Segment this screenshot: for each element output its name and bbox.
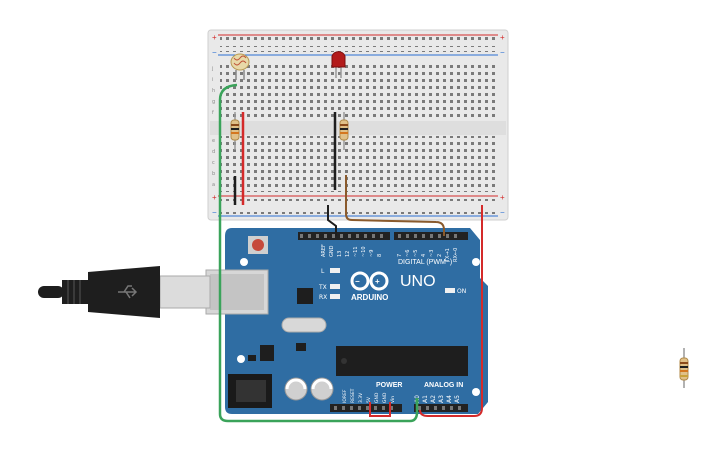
led-label-tx: TX xyxy=(318,284,327,291)
pin-label: 3.3V xyxy=(358,392,364,403)
arduino-logo: − + xyxy=(350,271,389,291)
rail-plus-label: + xyxy=(500,193,505,202)
pin-label: RESET xyxy=(350,388,356,403)
analog-header xyxy=(414,404,468,412)
svg-text:+: + xyxy=(375,277,380,286)
digital-header-left xyxy=(298,232,390,240)
rail-plus-label: + xyxy=(500,33,505,42)
led-label-rx: RX xyxy=(319,294,327,301)
pin-label: AREF xyxy=(321,244,327,257)
row-label: a xyxy=(212,182,215,188)
crystal xyxy=(281,317,327,333)
arduino-uno-board[interactable]: AREF GND 13 12 ~11 ~10 ~9 8 7 ~6 ~5 4 ~3… xyxy=(225,228,488,414)
digital-pwm-label: DIGITAL (PWM~) xyxy=(398,259,452,266)
breadboard[interactable]: + + − − − − + + j i h g f e d c b a xyxy=(207,29,509,221)
pin-label: GND xyxy=(382,392,388,403)
wire-red-a0[interactable] xyxy=(419,205,483,417)
pin-label: 12 xyxy=(345,251,351,257)
wire-red-5v[interactable] xyxy=(369,402,391,417)
rail-minus-label: − xyxy=(500,48,505,57)
pin-label: GND xyxy=(329,245,335,257)
wire-green[interactable] xyxy=(218,83,419,423)
pin-label: Vin xyxy=(390,396,396,403)
pin-label: ~11 xyxy=(353,246,359,257)
wire-brown-pin3[interactable] xyxy=(345,175,445,236)
row-label: h xyxy=(212,88,215,94)
arduino-model: UNO xyxy=(400,273,436,290)
power-label: POWER xyxy=(376,382,402,389)
row-label: g xyxy=(212,99,215,105)
pin-label: TX→1 xyxy=(445,248,451,263)
svg-text:−: − xyxy=(355,277,360,286)
pin-label: 4 xyxy=(421,254,427,257)
on-label: ON xyxy=(457,288,466,295)
rail-plus-label: + xyxy=(212,33,217,42)
pin-label: 2 xyxy=(437,254,443,257)
usb-port[interactable] xyxy=(205,269,269,315)
row-label: j xyxy=(211,66,213,72)
pin-label: 5V xyxy=(366,396,372,403)
pin-label: IOREF xyxy=(342,389,348,403)
pin-label: ~9 xyxy=(369,250,375,257)
pin-label: GND xyxy=(374,392,380,403)
row-label: c xyxy=(212,160,215,166)
pin-label: ~6 xyxy=(405,250,411,257)
pin-label: 13 xyxy=(337,251,343,257)
analog-in-label: ANALOG IN xyxy=(424,382,463,389)
atmega-chip xyxy=(336,346,468,376)
wire-black-gnd[interactable] xyxy=(327,205,337,236)
pin-label: A5 xyxy=(454,395,461,403)
pin-label: RX←0 xyxy=(453,248,459,262)
pin-label: A1 xyxy=(422,395,429,403)
usb-icon xyxy=(118,285,138,299)
pin-label: 8 xyxy=(377,254,383,257)
pin-label: A4 xyxy=(446,395,453,403)
voltage-regulator xyxy=(260,345,274,361)
led-label-l: L xyxy=(321,268,325,275)
row-label: d xyxy=(212,149,215,155)
pin-label: A2 xyxy=(430,395,437,403)
rail-minus-label: − xyxy=(212,208,217,217)
row-label: b xyxy=(212,171,215,177)
usb-chip xyxy=(297,288,313,304)
pin-label: ~3 xyxy=(429,250,435,257)
loose-resistor[interactable] xyxy=(679,348,689,388)
resistor-1[interactable] xyxy=(230,112,240,150)
pin-label: ~10 xyxy=(361,246,367,257)
reset-button[interactable] xyxy=(252,239,264,251)
usb-cable[interactable] xyxy=(38,266,211,318)
red-led[interactable] xyxy=(331,51,346,78)
resistor-2[interactable] xyxy=(339,112,349,150)
rail-minus-label: − xyxy=(500,208,505,217)
photoresistor[interactable] xyxy=(230,53,250,80)
rail-plus-label: + xyxy=(212,193,217,202)
row-label: f xyxy=(212,110,214,116)
pin-label: ~5 xyxy=(413,250,419,257)
arduino-brand: ARDUINO xyxy=(351,293,388,302)
row-label: e xyxy=(212,138,215,144)
row-label: i xyxy=(212,77,213,83)
pin-label: 7 xyxy=(397,254,403,257)
rail-minus-label: − xyxy=(212,48,217,57)
pin-label: A3 xyxy=(438,395,445,403)
